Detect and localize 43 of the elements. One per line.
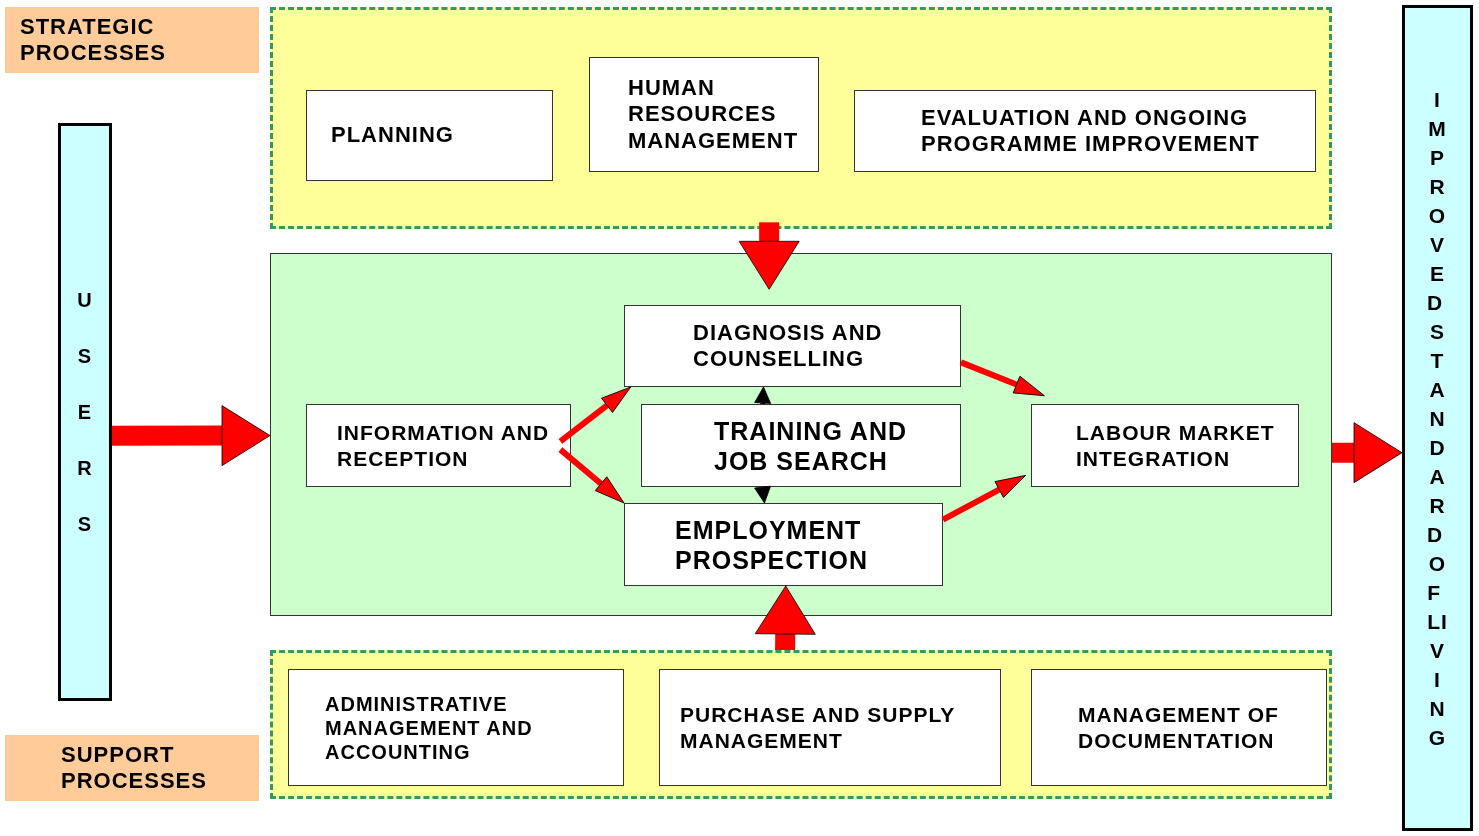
main-process-panel (270, 253, 1332, 616)
dashed-group-panel (270, 650, 1332, 799)
arrow (738, 222, 800, 290)
process-box (1031, 404, 1299, 487)
box-label: INFORMATION AND RECEPTION (337, 420, 551, 471)
section-label-band (5, 735, 259, 801)
box-label: PURCHASE AND SUPPLY MANAGEMENT (680, 702, 956, 753)
process-box (659, 669, 1001, 786)
process-box (589, 57, 819, 172)
box-label: EMPLOYMENT PROSPECTION (675, 514, 869, 575)
arrow (959, 359, 1045, 397)
box-label: LABOUR MARKET INTEGRATION (1076, 420, 1276, 471)
process-box (641, 404, 961, 487)
box-label: MANAGEMENT OF DOCUMENTATION (1078, 702, 1280, 753)
process-box (1031, 669, 1327, 786)
box-label: EVALUATION AND ONGOING PROGRAMME IMPROVEMENT (921, 104, 1261, 158)
process-box (306, 90, 553, 181)
arrow (112, 405, 271, 466)
vertical-banner (1402, 5, 1473, 831)
arrow (558, 447, 625, 504)
section-label-band (5, 7, 259, 73)
process-box (854, 90, 1316, 172)
vertical-label: IMPROVED STANDARD OF LIVING (1427, 86, 1448, 751)
arrow (941, 475, 1027, 523)
process-box (624, 305, 961, 387)
section-label: SUPPORT PROCESSES (61, 741, 208, 795)
box-label: PLANNING (331, 122, 454, 149)
section-label: STRATEGIC PROCESSES (20, 13, 167, 67)
vertical-label: USERS (76, 288, 94, 537)
process-box (288, 669, 624, 786)
box-label: DIAGNOSIS AND COUNSELLING (693, 319, 884, 373)
box-label: HUMAN RESOURCES MANAGEMENT (628, 74, 800, 155)
process-box (306, 404, 571, 487)
box-label: ADMINISTRATIVE MANAGEMENT AND ACCOUNTING (325, 691, 534, 764)
arrow (558, 386, 632, 444)
vertical-banner (58, 123, 112, 701)
arrow (1332, 422, 1403, 484)
box-label: TRAINING AND JOB SEARCH (714, 415, 908, 476)
arrow (754, 585, 816, 651)
arrow (754, 386, 772, 405)
arrow (754, 485, 771, 504)
dashed-group-panel (270, 7, 1332, 229)
process-box (624, 503, 943, 586)
